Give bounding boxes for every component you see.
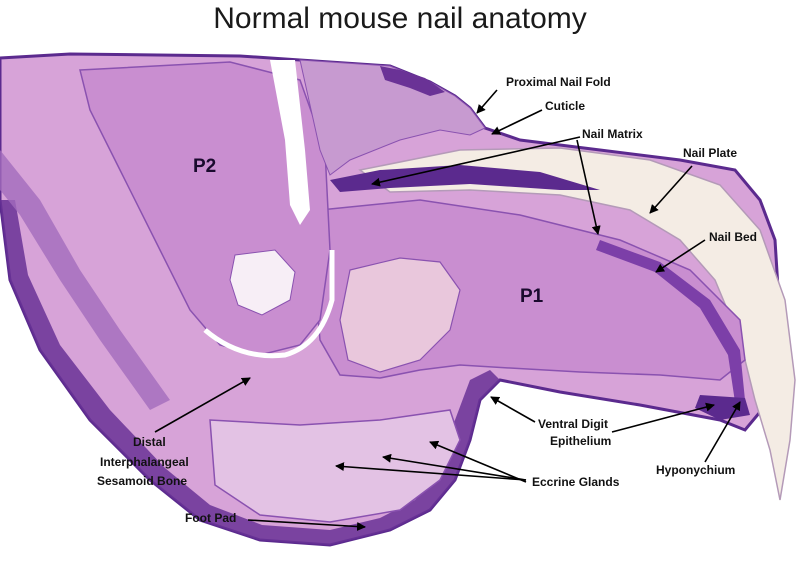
- arrow-nail-bed: [655, 239, 706, 273]
- label-nail-matrix: Nail Matrix: [582, 127, 643, 141]
- figure-title: Normal mouse nail anatomy: [213, 2, 587, 35]
- label-proximal-nail-fold: Proximal Nail Fold: [506, 75, 611, 89]
- arrow-hyponychium: [704, 401, 741, 463]
- label-cuticle: Cuticle: [545, 99, 585, 113]
- dorsal-epidermis-left: [0, 150, 170, 410]
- joint-space: [203, 250, 335, 359]
- label-eccrine-glands: Eccrine Glands: [532, 475, 620, 489]
- arrow-foot-pad: [247, 519, 366, 532]
- label-p2: P2: [193, 156, 216, 177]
- nail-plate-shape: [358, 147, 796, 501]
- arrow-ventral-digit: [490, 396, 536, 423]
- arrow-nail-plate: [649, 165, 693, 214]
- label-hyponychium: Hyponychium: [656, 463, 735, 477]
- arrow-eccrine-2: [382, 453, 527, 481]
- tendon-gap: [270, 60, 310, 225]
- label-p1: P1: [520, 286, 544, 307]
- arrow-eccrine-1: [335, 462, 527, 481]
- arrow-cuticle: [491, 109, 543, 135]
- arrow-eccrine-3: [429, 440, 527, 483]
- label-ventral-digit-1: Ventral Digit: [538, 417, 608, 431]
- p1-marrow: [339, 257, 461, 373]
- arrow-distal-sesamoid: [154, 377, 251, 433]
- label-distal-3: Sesamoid Bone: [97, 474, 187, 488]
- foot-pad-region: [209, 409, 461, 523]
- label-distal-2: Interphalangeal: [100, 455, 189, 469]
- label-ventral-digit-2: Epithelium: [550, 434, 611, 448]
- dorsal-skin-fold: [380, 66, 445, 96]
- label-nail-bed: Nail Bed: [709, 230, 757, 244]
- annotation-arrows: [154, 89, 741, 532]
- arrow-proximal-nail-fold: [476, 89, 498, 114]
- nail-bed-line: [596, 240, 745, 402]
- nail-matrix-band: [330, 165, 600, 192]
- arrow-nail-matrix-2: [576, 139, 601, 235]
- arrow-nail-matrix-1: [371, 136, 581, 187]
- label-foot-pad: Foot Pad: [185, 511, 236, 525]
- label-distal-1: Distal: [133, 435, 166, 449]
- p2-marrow: [229, 249, 296, 316]
- label-nail-plate: Nail Plate: [683, 146, 737, 160]
- arrow-ventral-digit-to-hyponychium: [611, 402, 715, 433]
